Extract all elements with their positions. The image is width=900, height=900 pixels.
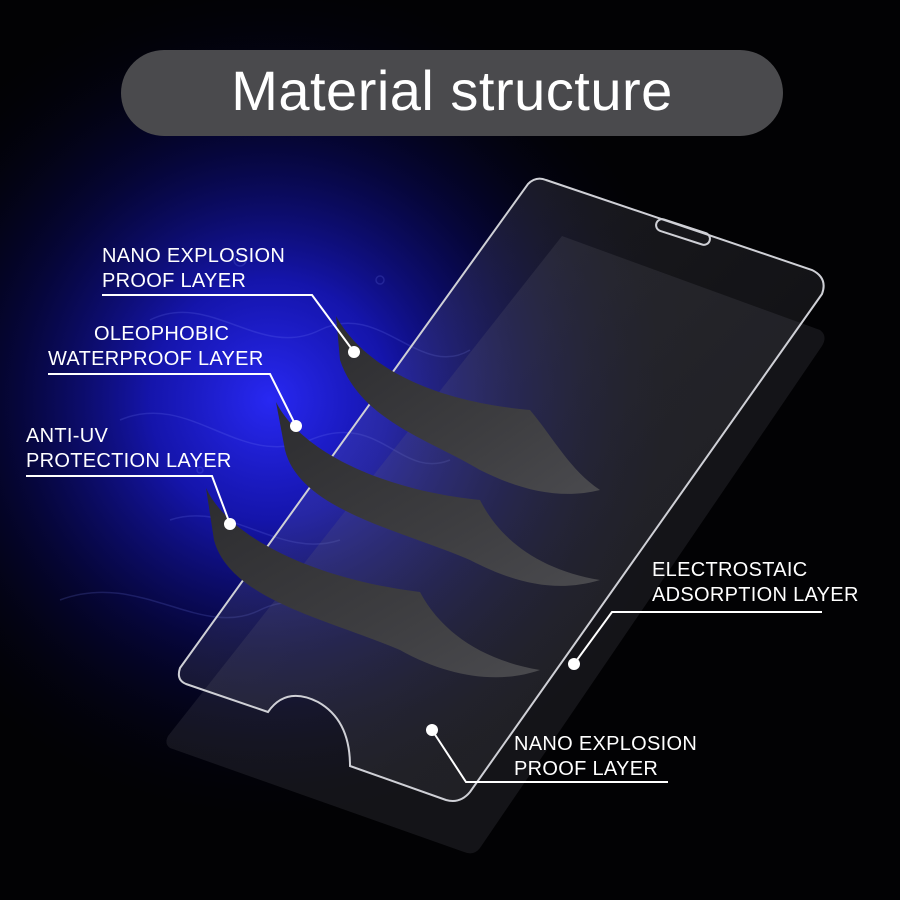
label-line: PROOF LAYER	[514, 758, 659, 780]
label-nano-explosion-top: NANO EXPLOSION PROOF LAYER	[102, 244, 285, 294]
label-line: ELECTROSTAIC	[652, 559, 808, 581]
label-line: ANTI-UV	[26, 425, 109, 447]
label-electrostatic: ELECTROSTAIC ADSORPTION LAYER	[652, 558, 859, 608]
film-anti-uv	[206, 488, 540, 678]
film-nano-top	[336, 316, 600, 494]
leader-oleophobic	[48, 373, 297, 427]
label-oleophobic: OLEOPHOBIC WATERPROOF LAYER	[48, 322, 264, 372]
label-line: PROTECTION LAYER	[26, 450, 232, 472]
label-anti-uv: ANTI-UV PROTECTION LAYER	[26, 424, 232, 474]
glass-front-outline	[177, 177, 825, 802]
dot-nano-top	[348, 346, 360, 358]
dot-anti-uv	[224, 518, 236, 530]
speaker-slot	[655, 218, 711, 246]
dot-electrostatic	[568, 658, 580, 670]
label-line: NANO EXPLOSION	[514, 733, 698, 755]
leader-lines	[26, 294, 822, 783]
label-line: PROOF LAYER	[102, 270, 247, 292]
label-line: WATERPROOF LAYER	[48, 348, 264, 370]
label-line: OLEOPHOBIC	[94, 323, 230, 345]
leader-anti-uv	[26, 475, 231, 525]
label-line: NANO EXPLOSION	[102, 245, 286, 267]
dot-nano-bottom	[426, 724, 438, 736]
label-nano-explosion-bottom: NANO EXPLOSION PROOF LAYER	[514, 732, 697, 782]
title-banner: Material structure	[121, 50, 783, 136]
film-oleophobic	[276, 402, 600, 586]
dot-oleophobic	[290, 420, 302, 432]
leader-nano-bottom	[431, 729, 668, 783]
page-title: Material structure	[231, 59, 673, 122]
leader-electrostatic	[573, 611, 822, 665]
label-line: ADSORPTION LAYER	[652, 584, 859, 606]
leader-nano-top	[102, 294, 355, 353]
label-dots	[224, 346, 580, 736]
